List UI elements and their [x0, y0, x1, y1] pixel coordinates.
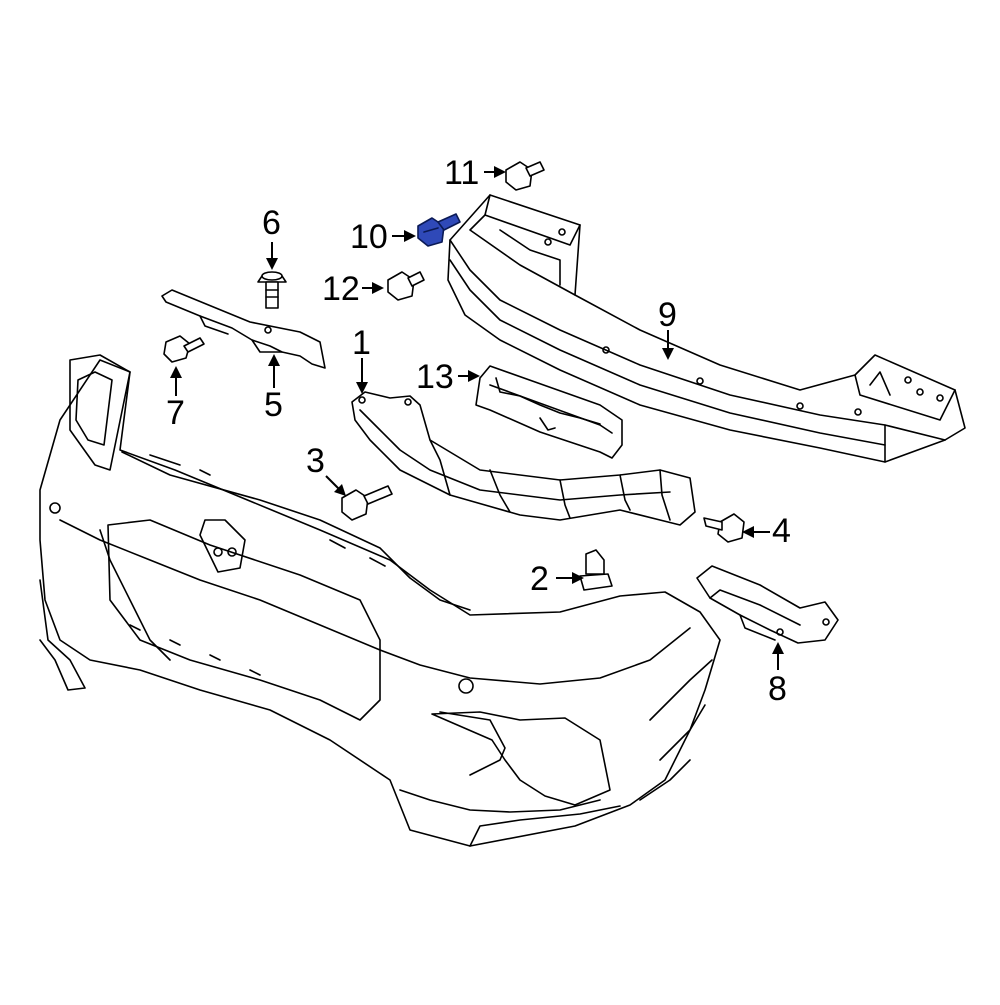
bolt-12: [387, 271, 425, 301]
callout-4[interactable]: 4: [772, 512, 791, 550]
bumper-cover: [39, 354, 721, 847]
callout-11[interactable]: 11: [444, 154, 479, 192]
energy-absorber: [475, 365, 623, 459]
callout-10[interactable]: 10: [350, 218, 388, 256]
right-side-bracket: [696, 565, 839, 644]
bolt-3: [341, 485, 393, 521]
callout-labels: 1 2 3 4 5 6 7 8 9 10 11 12 13: [166, 154, 791, 708]
callout-arrows: [170, 166, 784, 670]
bolt-11: [505, 161, 545, 191]
callout-5[interactable]: 5: [264, 386, 283, 424]
reinforcement-beam: [447, 194, 966, 463]
callout-9[interactable]: 9: [658, 296, 677, 334]
callout-1[interactable]: 1: [352, 324, 371, 362]
callout-8[interactable]: 8: [768, 670, 787, 708]
callout-12[interactable]: 12: [322, 270, 360, 308]
callout-3[interactable]: 3: [306, 442, 325, 480]
left-side-bracket: [161, 289, 326, 369]
clip-2: [579, 549, 613, 591]
clip-6: [257, 271, 287, 309]
upper-bracket: [351, 391, 696, 526]
callout-6[interactable]: 6: [262, 204, 281, 242]
callout-13[interactable]: 13: [416, 358, 454, 396]
bolt-4: [703, 513, 745, 543]
callout-7[interactable]: 7: [166, 394, 185, 432]
callout-2[interactable]: 2: [530, 560, 549, 598]
bolt-7: [163, 335, 205, 363]
bolt-10-highlighted[interactable]: [417, 213, 461, 247]
